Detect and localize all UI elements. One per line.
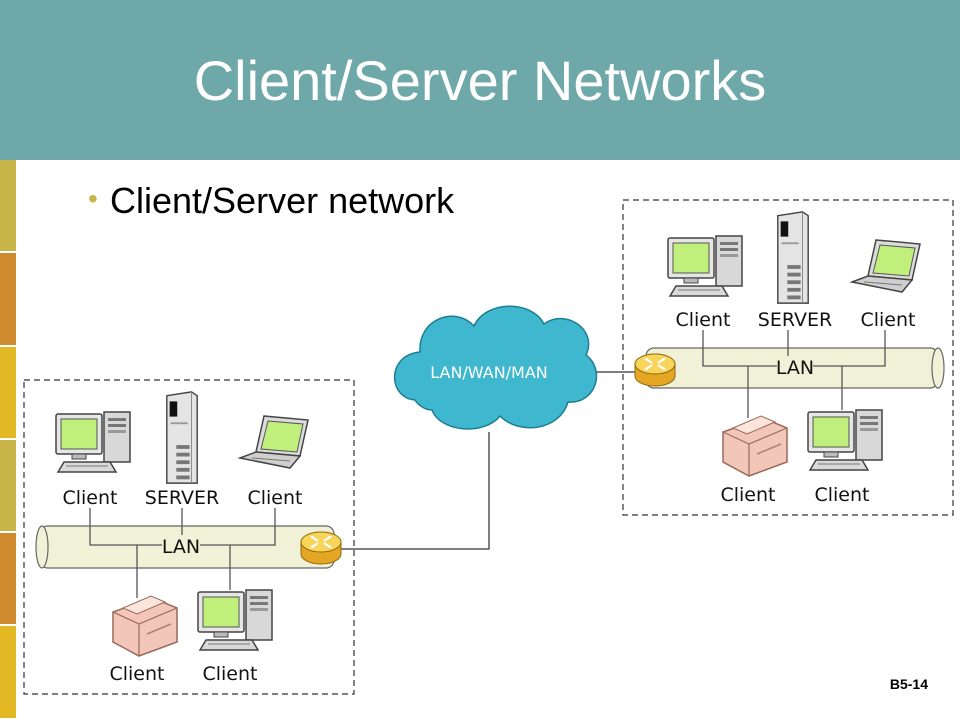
desktop-computer-icon (667, 235, 743, 297)
right-network-boundary (622, 199, 954, 516)
router-icon (300, 531, 342, 565)
cloud-label: LAN/WAN/MAN (430, 363, 548, 382)
lan-label: LAN (162, 536, 200, 558)
wan-link-left (340, 432, 490, 550)
title-banner: Client/Server Networks (0, 0, 960, 160)
node-label: Client (814, 484, 869, 506)
bullet-item: • Client/Server network (88, 180, 454, 222)
node-label: Client (109, 663, 164, 685)
node-label: Client (247, 487, 302, 509)
right-network: LAN Client SERVER Client Client Client (622, 199, 954, 516)
desktop-computer-icon (197, 589, 273, 651)
bullet-text: Client/Server network (110, 180, 455, 221)
laptop-icon (239, 415, 309, 469)
laptop-icon (851, 239, 921, 293)
node-label: Client (62, 487, 117, 509)
printer-icon (722, 415, 788, 477)
desktop-computer-icon (55, 411, 131, 473)
node-label: Client (720, 484, 775, 506)
sidebar-stripe (0, 626, 16, 720)
node-label: Client (860, 309, 915, 331)
server-tower-icon (166, 391, 198, 484)
slide-title: Client/Server Networks (193, 49, 767, 112)
wan-cloud: LAN/WAN/MAN (393, 305, 598, 430)
sidebar-stripe (0, 160, 16, 254)
node-label: SERVER (758, 309, 832, 331)
node-label: SERVER (145, 487, 219, 509)
router-icon (634, 353, 676, 387)
lan-label: LAN (776, 357, 814, 379)
sidebar-stripe (0, 439, 16, 534)
left-network: LAN Client SERVER Client Client Client (23, 379, 355, 695)
bullet-marker: • (88, 183, 98, 215)
node-label: Client (675, 309, 730, 331)
left-network-boundary (23, 379, 355, 695)
slide-number: B5-14 (889, 676, 928, 692)
sidebar-stripe (0, 533, 16, 627)
desktop-computer-icon (807, 409, 883, 471)
sidebar-stripe (0, 253, 16, 347)
printer-icon (112, 595, 178, 657)
server-tower-icon (777, 211, 809, 304)
node-label: Client (202, 663, 257, 685)
sidebar-stripes (0, 160, 16, 720)
sidebar-stripe (0, 346, 16, 440)
